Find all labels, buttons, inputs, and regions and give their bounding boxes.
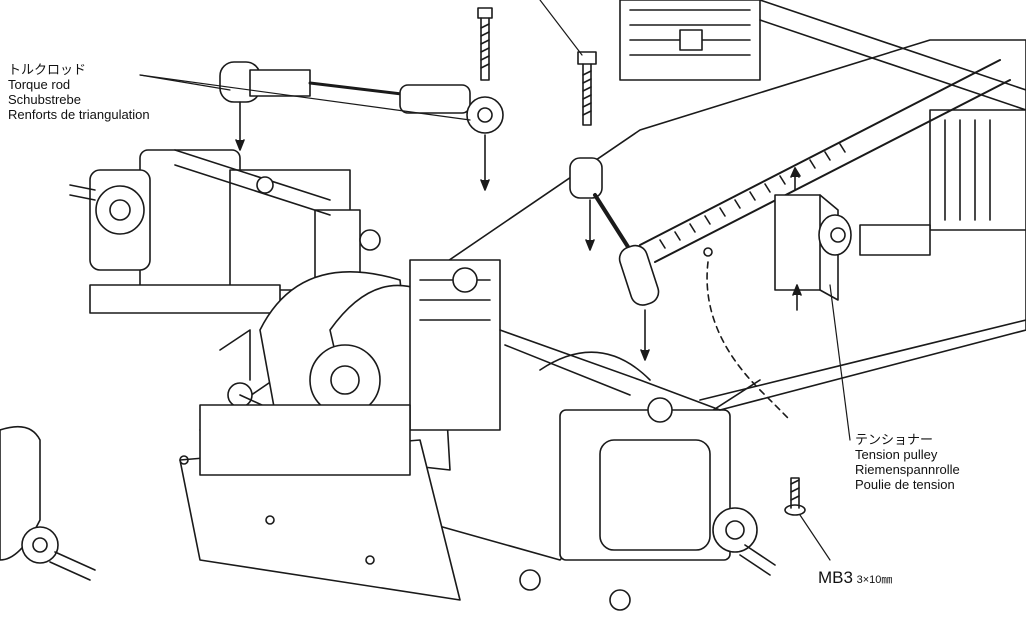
torque-rod-right	[569, 157, 660, 361]
torque-rod-label-japanese: トルクロッド	[8, 62, 87, 77]
torque-rod-label-german: Schubstrebe	[8, 92, 81, 107]
torque-rod-label-english: Torque rod	[8, 77, 71, 92]
tension-pulley-label-german: Riemenspannrolle	[855, 462, 960, 477]
drive-belt	[639, 59, 1011, 263]
screw-size: 3×10㎜	[856, 574, 893, 586]
dashed-guide-line	[706, 261, 791, 421]
left-wheel-hub	[0, 425, 96, 581]
bottom-plate	[179, 404, 461, 601]
torque-rod-label: トルクロッド Torque rod Schubstrebe Renforts d…	[8, 62, 150, 122]
screw-label: MB3 3×10㎜	[818, 568, 893, 588]
torque-rod-screw-left	[477, 7, 493, 191]
tension-pulley-label: テンショナー Tension pulley Riemenspannrolle P…	[855, 432, 960, 492]
upper-bulkhead	[619, 0, 1026, 256]
tension-pulley-label-japanese: テンショナー	[855, 432, 934, 447]
tension-pulley-label-french: Poulie de tension	[855, 477, 955, 492]
torque-rod-label-french: Renforts de triangulation	[8, 107, 150, 122]
mb3-screw	[784, 477, 806, 516]
torque-rod-left	[219, 61, 504, 151]
rear-axle-unit	[499, 329, 776, 611]
leader-lines	[139, 0, 851, 561]
screw-part-code: MB3	[818, 568, 853, 587]
tension-pulley-part	[703, 167, 852, 311]
tension-pulley-label-english: Tension pulley	[855, 447, 938, 462]
